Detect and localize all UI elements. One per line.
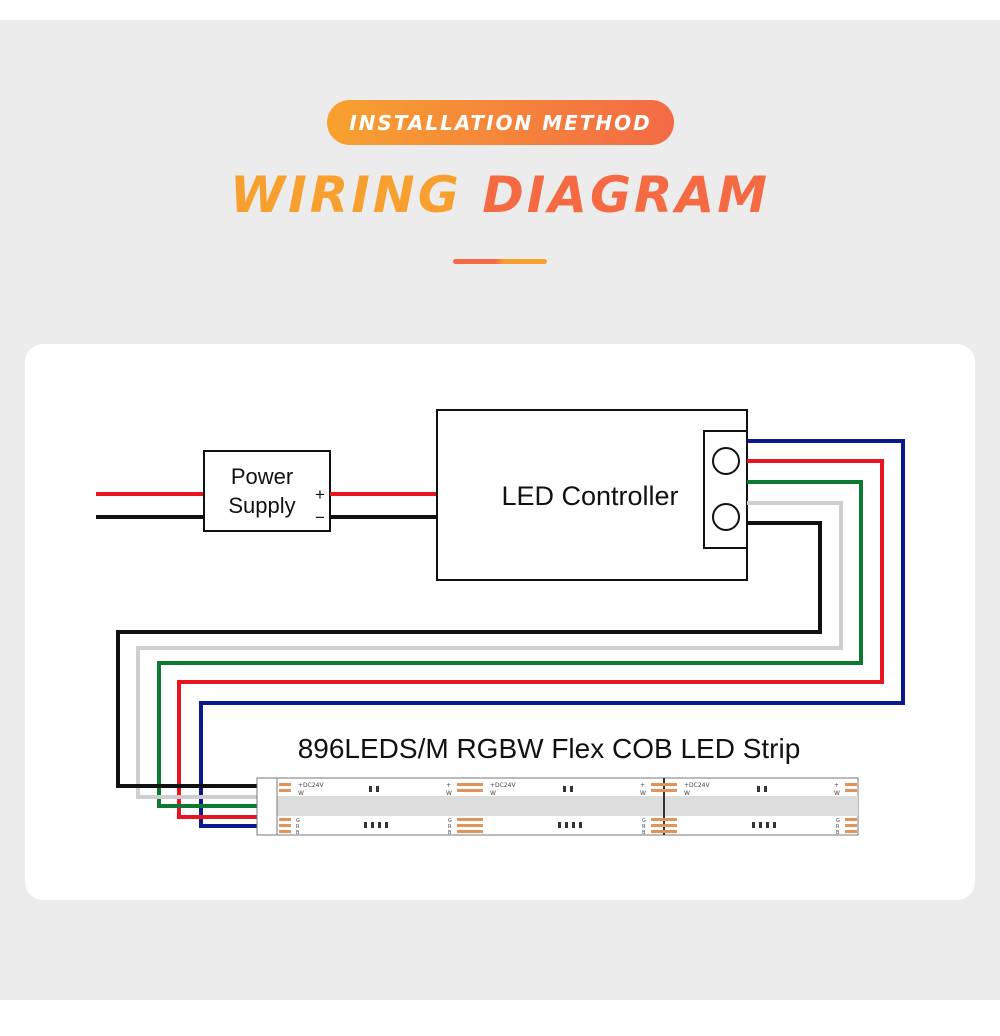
strip-cob-band: [277, 796, 858, 816]
svg-text:+: +: [834, 782, 839, 789]
strip-end-connector: [256, 777, 278, 836]
output-wire-black: [116, 521, 822, 788]
badge-label: INSTALLATION METHOD: [349, 110, 652, 135]
svg-text:G: G: [642, 818, 646, 824]
output-wire-green: [157, 480, 863, 808]
svg-text:G: G: [296, 818, 300, 824]
svg-text:R: R: [642, 824, 646, 830]
output-wire-red: [177, 459, 884, 819]
power-supply-label-line1: Power: [231, 464, 293, 489]
title-word-diagram: DIAGRAM: [482, 166, 770, 224]
strip-segment-2: +DC24V W + W G R B: [651, 782, 857, 836]
led-controller-label: LED Controller: [501, 481, 678, 511]
strip-segment-1: +DC24V W G R B + W G R B +DC24V W + W G …: [279, 782, 646, 836]
svg-text:W: W: [834, 790, 840, 797]
terminal-screw-top: [712, 447, 740, 475]
svg-text:W: W: [490, 790, 496, 797]
svg-text:+DC24V: +DC24V: [490, 782, 516, 789]
power-supply-label-line2: Supply: [228, 493, 295, 518]
svg-text:R: R: [836, 824, 840, 830]
svg-text:B: B: [642, 830, 646, 836]
svg-text:W: W: [640, 790, 646, 797]
minus-terminal-label: −: [315, 508, 325, 527]
title-word-wiring: WIRING: [230, 166, 462, 224]
page-title: WIRING DIAGRAM: [0, 160, 1000, 230]
svg-text:W: W: [446, 790, 452, 797]
svg-text:+: +: [446, 782, 451, 789]
strip-title: 896LEDS/M RGBW Flex COB LED Strip: [298, 733, 801, 764]
svg-text:+: +: [640, 782, 645, 789]
svg-text:W: W: [684, 790, 690, 797]
svg-text:B: B: [448, 830, 452, 836]
output-wire-blue: [199, 439, 905, 828]
led-strip: +DC24V W G R B + W G R B +DC24V W + W G …: [256, 777, 859, 836]
svg-text:G: G: [448, 818, 452, 824]
terminal-screw-bottom: [712, 503, 740, 531]
svg-text:R: R: [296, 824, 300, 830]
output-wire-white: [136, 501, 843, 799]
led-controller-box: [436, 409, 748, 581]
svg-text:+DC24V: +DC24V: [298, 782, 324, 789]
svg-text:G: G: [836, 818, 840, 824]
svg-text:B: B: [836, 830, 840, 836]
plus-terminal-label: +: [315, 485, 325, 504]
title-underline: [453, 259, 547, 264]
installation-method-badge: INSTALLATION METHOD: [327, 100, 674, 145]
svg-text:R: R: [448, 824, 452, 830]
power-supply-box: [203, 450, 331, 532]
svg-text:B: B: [296, 830, 300, 836]
svg-text:W: W: [298, 790, 304, 797]
svg-text:+DC24V: +DC24V: [684, 782, 710, 789]
